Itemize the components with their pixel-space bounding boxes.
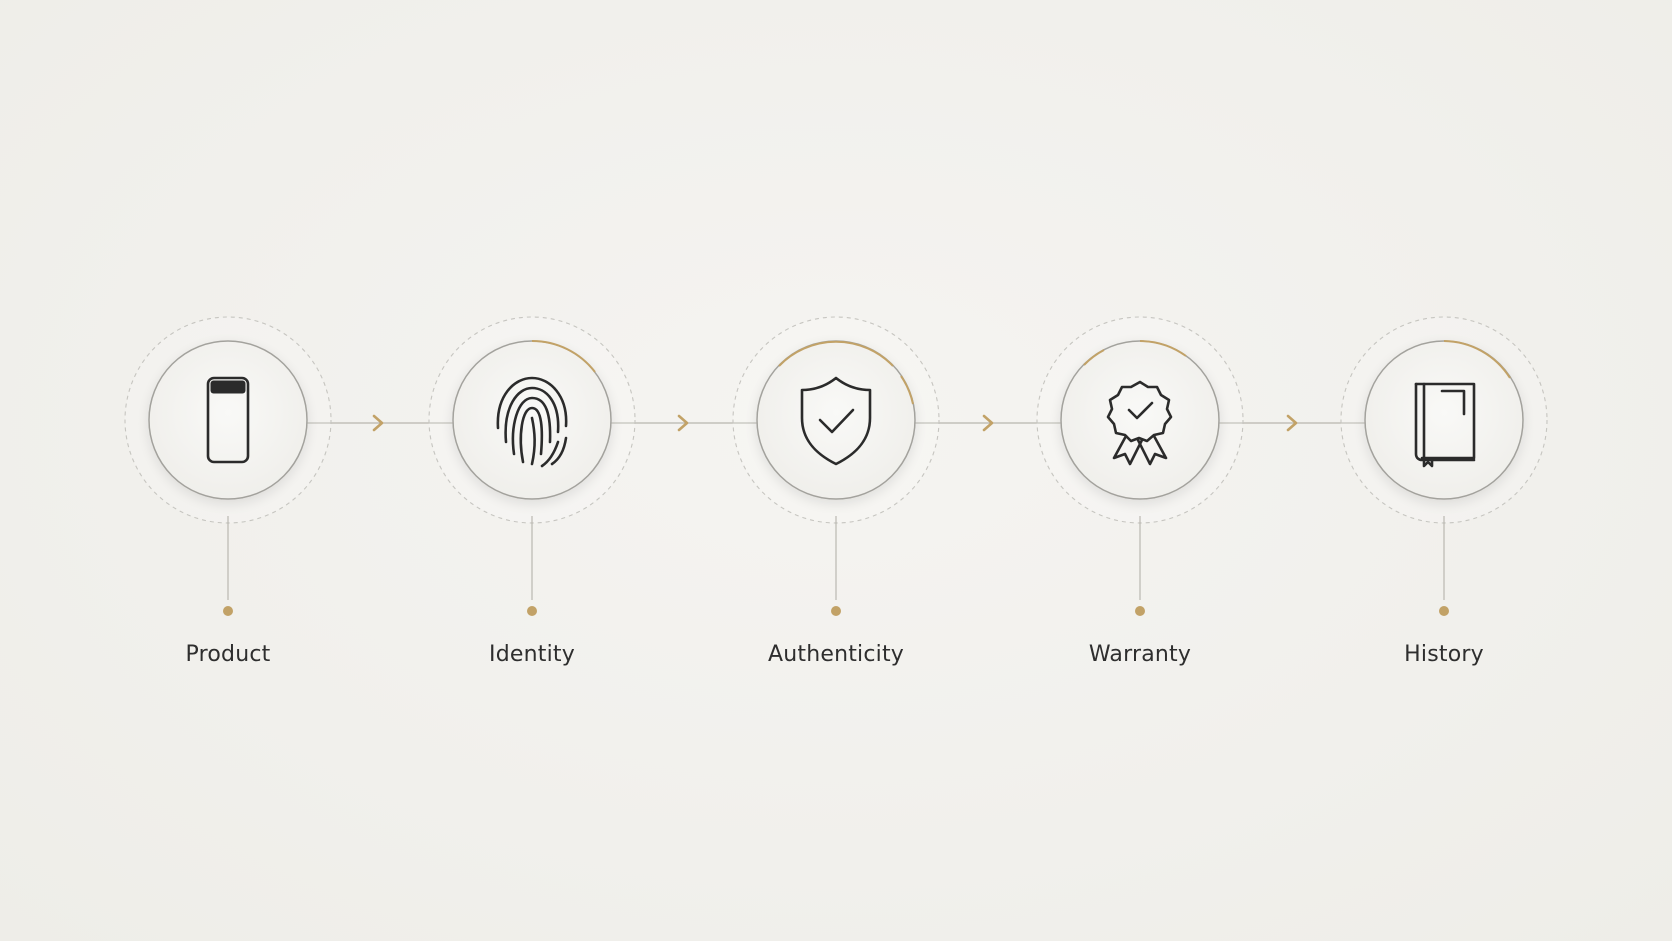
step-label-product: Product [185,642,271,667]
stem-dot [527,606,537,616]
connector-arrow [1286,414,1298,432]
step-label-history: History [1404,642,1484,667]
accent-arc [1083,349,1105,366]
shield-check-icon [800,376,872,466]
stem-dot [1439,606,1449,616]
book-icon [1414,382,1476,468]
step-warranty [1036,316,1244,616]
connector-arrow [677,414,689,432]
node-disc [148,340,308,500]
step-label-warranty: Warranty [1088,642,1192,667]
phone-icon [206,376,250,464]
step-label-authenticity: Authenticity [767,642,905,667]
accent-arc [531,339,596,373]
step-identity [428,316,636,616]
stem-dot [223,606,233,616]
connector-arrow [372,414,384,432]
connector-3-4 [915,414,1063,432]
accent-arc [1443,340,1511,379]
connector-4-5 [1219,414,1367,432]
step-authenticity [732,316,940,616]
step-product [124,316,332,616]
stem-dot [831,606,841,616]
accent-arc [1139,340,1187,357]
connector-2-3 [611,414,759,432]
connector-1-2 [307,414,455,432]
fingerprint-icon [496,376,568,468]
award-badge-icon [1106,380,1173,466]
stem-dot [1135,606,1145,616]
connector-arrow [982,414,994,432]
step-label-identity: Identity [489,642,575,667]
accent-arc [900,375,914,405]
step-history [1340,316,1548,616]
accent-arc [778,340,894,367]
